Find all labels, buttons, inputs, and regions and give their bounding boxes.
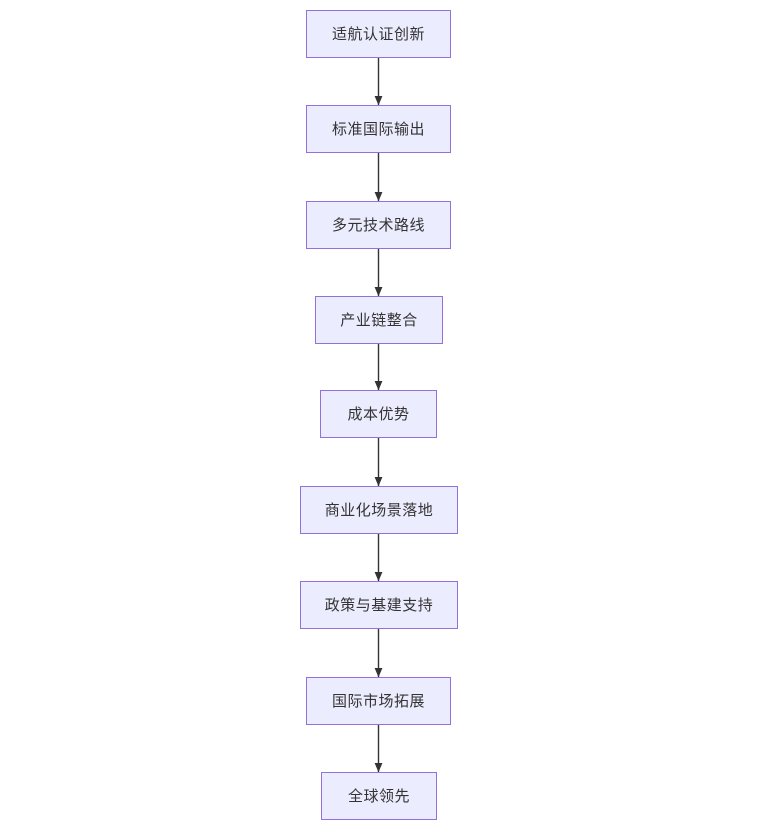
flowchart-node-label: 国际市场拓展 bbox=[331, 691, 425, 710]
flowchart-node[interactable]: 全球领先 bbox=[321, 772, 437, 820]
flowchart-node[interactable]: 成本优势 bbox=[320, 390, 437, 438]
flowchart-node-label: 全球领先 bbox=[347, 786, 410, 805]
flowchart-node[interactable]: 适航认证创新 bbox=[306, 10, 451, 58]
flowchart-node[interactable]: 政策与基建支持 bbox=[300, 581, 458, 629]
flowchart-node[interactable]: 商业化场景落地 bbox=[300, 486, 458, 534]
flowchart-node[interactable]: 多元技术路线 bbox=[306, 201, 451, 249]
flowchart-node[interactable]: 标准国际输出 bbox=[306, 105, 451, 153]
flowchart-node[interactable]: 产业链整合 bbox=[315, 296, 443, 344]
flowchart-node[interactable]: 国际市场拓展 bbox=[306, 677, 451, 725]
flowchart-node-label: 产业链整合 bbox=[340, 310, 418, 329]
flowchart-node-label: 政策与基建支持 bbox=[324, 595, 434, 614]
flowchart-node-label: 商业化场景落地 bbox=[324, 500, 434, 519]
flowchart-node-label: 多元技术路线 bbox=[331, 215, 425, 234]
flowchart-node-label: 标准国际输出 bbox=[331, 119, 425, 138]
flowchart-node-label: 成本优势 bbox=[347, 404, 410, 423]
flowchart-node-label: 适航认证创新 bbox=[331, 24, 425, 43]
